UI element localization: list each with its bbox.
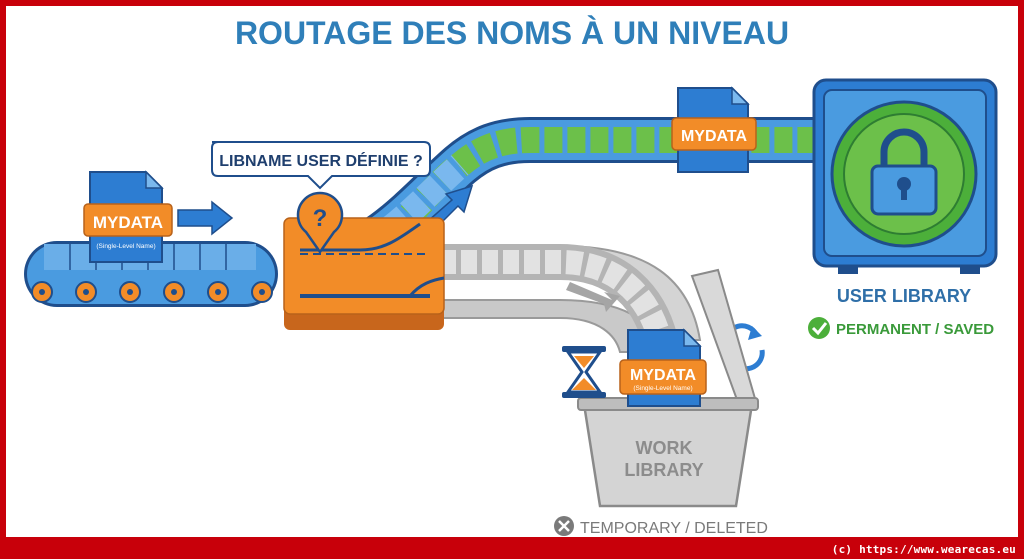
x-circle-icon — [554, 516, 574, 536]
source-file-document: MYDATA (Single-Level Name) — [83, 170, 173, 263]
diagram-title: ROUTAGE DES NOMS À UN NIVEAU — [235, 15, 789, 51]
work-conveyor — [429, 244, 702, 353]
check-circle-icon — [808, 317, 830, 339]
work-library-label-line2: LIBRARY — [624, 460, 703, 480]
source-file-name: MYDATA — [93, 213, 163, 232]
svg-text:?: ? — [313, 205, 328, 232]
hourglass-icon — [562, 346, 606, 398]
user-file-name: MYDATA — [681, 128, 748, 145]
decision-question: LIBNAME USER DÉFINIE ? — [219, 151, 423, 170]
copyright-footer: (c) https://www.wearecas.eu — [831, 543, 1016, 556]
bin-icon — [577, 268, 759, 508]
work-file-name: MYDATA — [630, 367, 697, 384]
work-library-label-line1: WORK — [636, 438, 693, 458]
diagram-canvas: ROUTAGE DES NOMS À UN NIVEAU — [24, 15, 998, 537]
diagram-frame: ROUTAGE DES NOMS À UN NIVEAU — [6, 6, 1018, 537]
vault-icon — [812, 78, 998, 274]
lock-icon — [870, 128, 938, 216]
user-library-label: USER LIBRARY — [837, 286, 971, 306]
input-conveyor — [24, 241, 278, 307]
source-file-subtitle: (Single-Level Name) — [96, 243, 155, 250]
work-file-document: MYDATA (Single-Level Name) — [619, 328, 707, 407]
question-mark-icon: ? — [296, 191, 344, 255]
work-file-subtitle: (Single-Level Name) — [633, 385, 692, 392]
decision-bubble: LIBNAME USER DÉFINIE ? — [211, 141, 431, 190]
forward-arrow-icon — [177, 200, 234, 236]
routing-switch — [283, 217, 445, 330]
work-status-label: TEMPORARY / DELETED — [580, 520, 768, 537]
user-file-document: MYDATA — [671, 86, 757, 173]
user-status-label: PERMANENT / SAVED — [836, 321, 994, 338]
